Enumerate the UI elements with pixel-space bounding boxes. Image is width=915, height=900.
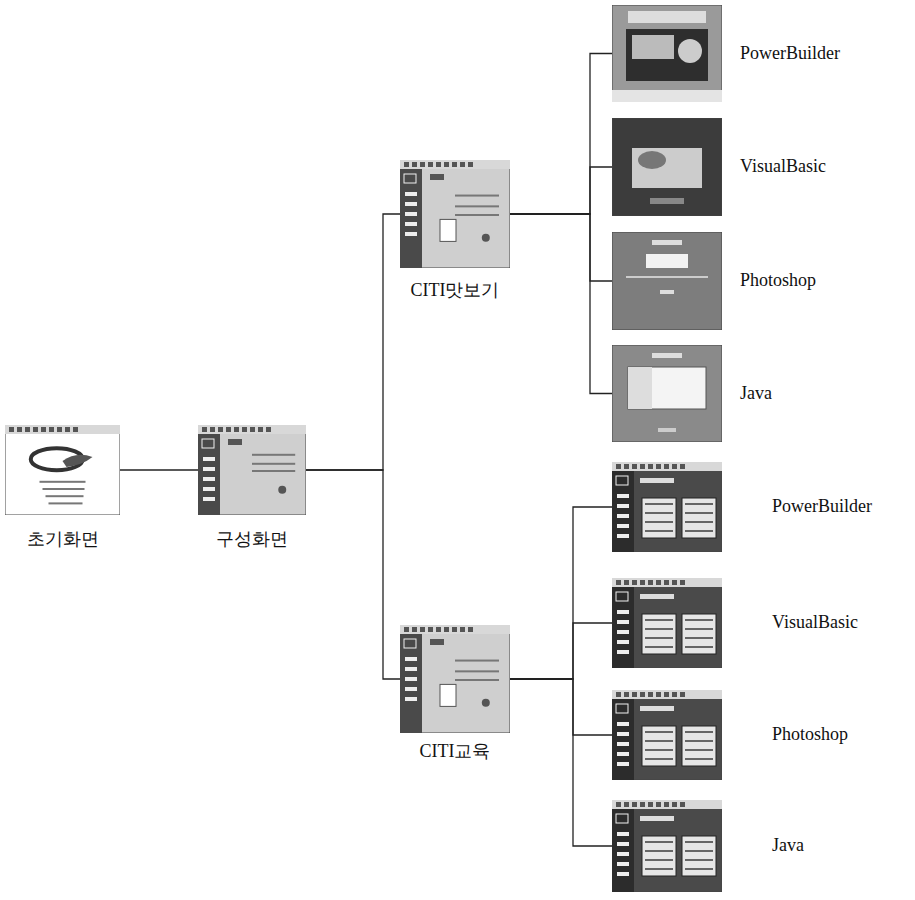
- screenshot-thumbnail: [612, 232, 722, 330]
- screenshot-thumbnail: [612, 462, 722, 552]
- tree-connector: [510, 507, 612, 679]
- screen-node: 구성화면: [198, 425, 306, 515]
- screen-node: CITI맛보기: [400, 160, 510, 268]
- screen-node: VisualBasic: [612, 118, 722, 216]
- screenshot-thumbnail: [198, 425, 306, 515]
- tree-connector: [510, 623, 612, 679]
- screen-label: VisualBasic: [772, 612, 858, 634]
- screenshot-thumbnail: [612, 5, 722, 102]
- tree-connector: [510, 54, 612, 215]
- screenshot-thumbnail: [612, 578, 722, 668]
- screen-label: CITI맛보기: [411, 280, 500, 302]
- screenshot-thumbnail: [400, 625, 510, 733]
- screenshot-thumbnail: [612, 345, 722, 442]
- screenshot-thumbnail: [5, 425, 120, 515]
- tree-connector: [306, 214, 400, 470]
- screen-node: CITI교육: [400, 625, 510, 733]
- screen-node: 초기화면: [5, 425, 120, 515]
- screen-label: Photoshop: [740, 270, 816, 292]
- screen-node: VisualBasic: [612, 578, 722, 668]
- screen-label: Photoshop: [772, 724, 848, 746]
- screenshot-thumbnail: [612, 690, 722, 780]
- screen-label: CITI교육: [420, 741, 491, 763]
- screen-label: PowerBuilder: [740, 43, 840, 65]
- screenshot-thumbnail: [612, 118, 722, 216]
- screen-label: 초기화면: [27, 529, 99, 551]
- screen-node: Photoshop: [612, 232, 722, 330]
- screen-label: VisualBasic: [740, 156, 826, 178]
- tree-connector: [120, 469, 198, 470]
- screen-node: Photoshop: [612, 690, 722, 780]
- screen-label: PowerBuilder: [772, 496, 872, 518]
- screen-node: PowerBuilder: [612, 5, 722, 102]
- screen-label: 구성화면: [216, 529, 288, 551]
- screenshot-thumbnail: [400, 160, 510, 268]
- screen-node: PowerBuilder: [612, 462, 722, 552]
- tree-connector: [510, 167, 612, 214]
- screen-label: Java: [772, 835, 804, 857]
- screenshot-thumbnail: [612, 800, 722, 892]
- tree-connector: [510, 214, 612, 394]
- tree-connector: [510, 679, 612, 846]
- screen-node: Java: [612, 345, 722, 442]
- tree-connector: [510, 679, 612, 735]
- tree-connector: [510, 214, 612, 281]
- screen-label: Java: [740, 383, 772, 405]
- tree-connector: [306, 470, 400, 679]
- screen-node: Java: [612, 800, 722, 892]
